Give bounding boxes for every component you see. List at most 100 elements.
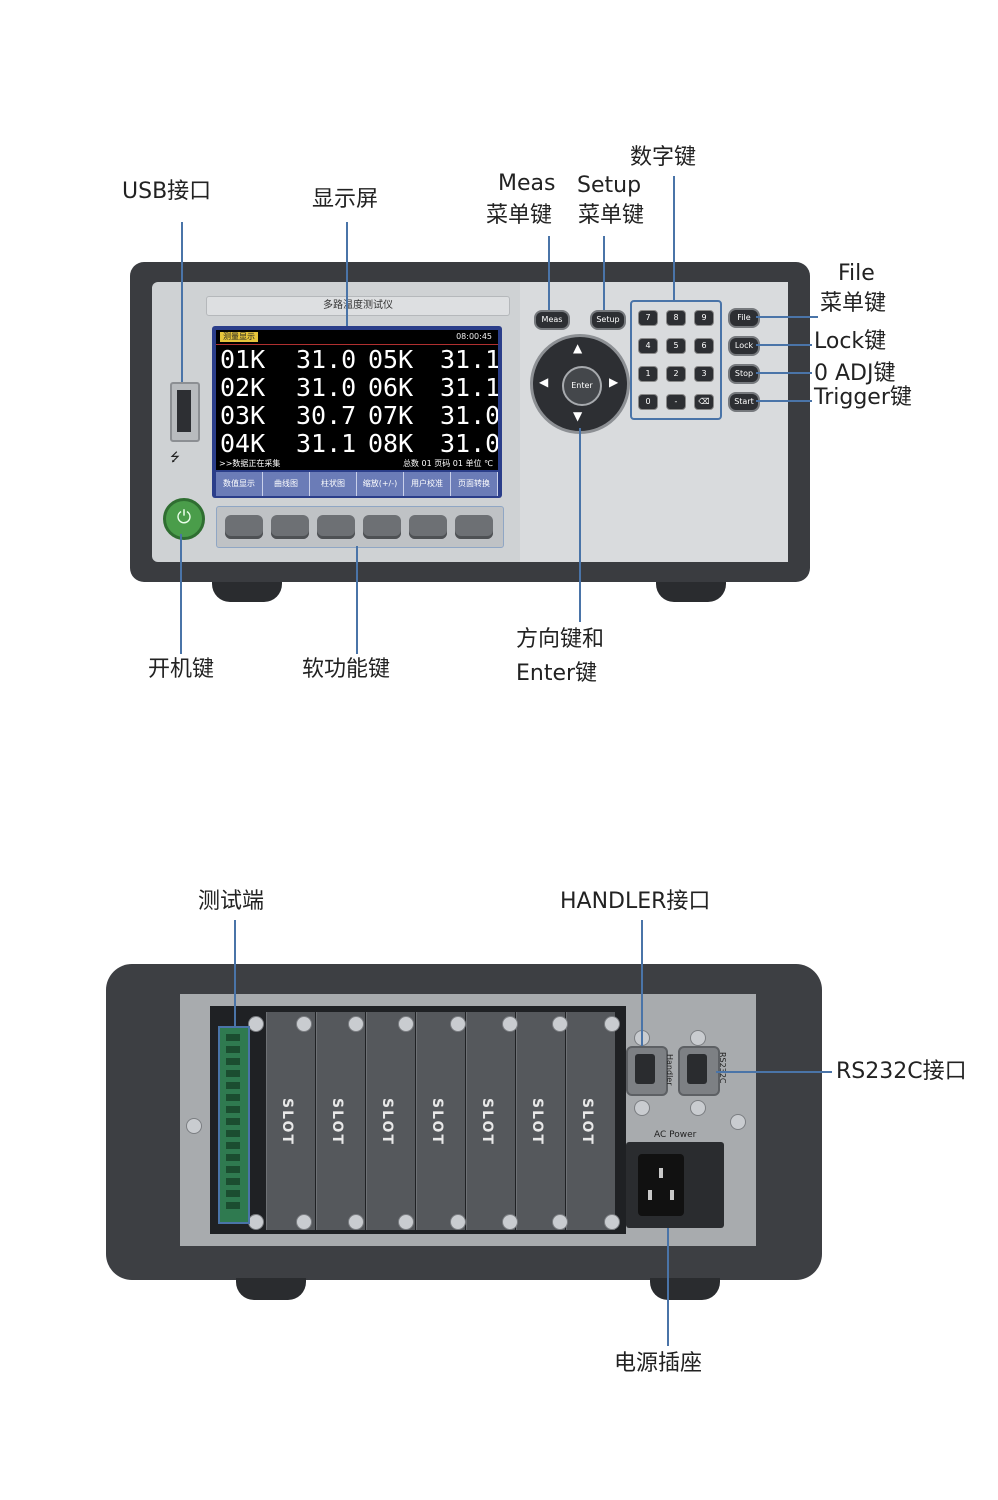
channel-value: 30.7 [296, 401, 357, 430]
leader-line-file [756, 316, 818, 318]
ac-power-socket[interactable] [626, 1142, 724, 1228]
label-display: 显示屏 [312, 187, 379, 212]
label-file-en: File [838, 261, 875, 286]
numpad-key[interactable]: ⌫ [694, 394, 714, 410]
channel-value: 31.0 [440, 429, 498, 458]
leader-line-lock [756, 344, 812, 346]
usb-port[interactable] [170, 382, 200, 442]
label-usb: USB接口 [122, 179, 212, 204]
screen-row: 02K 31.0 06K 31.1 [220, 373, 498, 402]
slot-label: SLOT [579, 1098, 595, 1146]
soft-key-6[interactable] [455, 515, 493, 539]
file-key[interactable]: File [728, 308, 760, 328]
label-meas-cn: 菜单键 [486, 203, 553, 228]
label-lock: Lock键 [814, 329, 887, 354]
screw [730, 1114, 746, 1130]
channel-value: 31.1 [440, 345, 498, 374]
numpad-key[interactable]: 6 [694, 338, 714, 354]
channel-value: 31.1 [440, 373, 498, 402]
rs232-tag: RS232C [718, 1052, 727, 1084]
numpad-key[interactable]: 7 [638, 310, 658, 326]
title-strip: 多路温度测试仪 [206, 296, 510, 316]
lock-key[interactable]: Lock [728, 336, 760, 356]
numpad-key[interactable]: 4 [638, 338, 658, 354]
numpad-key[interactable]: 9 [694, 310, 714, 326]
screw [604, 1214, 620, 1230]
screen-row: 04K 31.1 08K 31.0 [220, 429, 498, 458]
soft-key-2[interactable] [271, 515, 309, 539]
numpad-key[interactable]: 5 [666, 338, 686, 354]
expansion-slot: SLOT [316, 1012, 365, 1230]
down-arrow-icon[interactable]: ▼ [573, 409, 583, 423]
soft-key-4[interactable] [363, 515, 401, 539]
expansion-slot: SLOT [516, 1012, 565, 1230]
direction-pad: ▲ ▼ ◀ ▶ Enter [530, 334, 630, 434]
channel-label: 05K [368, 345, 414, 374]
label-direction-2: Enter键 [516, 661, 598, 686]
leader-line-setup [603, 236, 605, 310]
screw [604, 1016, 620, 1032]
numpad-key[interactable]: 1 [638, 366, 658, 382]
screw [502, 1214, 518, 1230]
handler-port[interactable] [626, 1046, 668, 1096]
screw [552, 1016, 568, 1032]
meas-key[interactable]: Meas [534, 310, 570, 330]
soft-key-3[interactable] [317, 515, 355, 539]
channel-value: 31.0 [440, 401, 498, 430]
screw [690, 1100, 706, 1116]
rs232c-port[interactable] [678, 1046, 720, 1096]
leader-line-meas [548, 236, 550, 310]
screw [398, 1016, 414, 1032]
numpad-key[interactable]: 8 [666, 310, 686, 326]
channel-value: 31.1 [296, 429, 357, 458]
screen-mode-tag: 测量显示 [220, 332, 258, 342]
label-rs232c: RS232C接口 [836, 1059, 967, 1084]
leader-line-usb [181, 222, 183, 382]
numpad-key[interactable]: 2 [666, 366, 686, 382]
soft-key-5[interactable] [409, 515, 447, 539]
screw [690, 1030, 706, 1046]
screw [502, 1016, 518, 1032]
left-arrow-icon[interactable]: ◀ [539, 375, 549, 389]
power-button[interactable]: ⏻ [163, 498, 205, 540]
slot-label: SLOT [479, 1098, 495, 1146]
channel-label: 06K [368, 373, 414, 402]
enter-key[interactable]: Enter [562, 366, 602, 406]
channel-label: 02K [220, 373, 266, 402]
label-test-port: 测试端 [198, 889, 265, 914]
softkey-label: 曲线图 [263, 472, 310, 496]
numpad-key[interactable]: - [666, 394, 686, 410]
up-arrow-icon[interactable]: ▲ [573, 341, 583, 355]
leader-line-power [180, 534, 182, 654]
socket-face [638, 1154, 684, 1216]
soft-function-keys [216, 506, 504, 548]
channel-label: 07K [368, 401, 414, 430]
screw [296, 1016, 312, 1032]
leader-line-test-port [234, 920, 236, 1026]
right-arrow-icon[interactable]: ▶ [609, 375, 619, 389]
stop-key[interactable]: Stop [728, 364, 760, 384]
front-foot-right [656, 582, 726, 602]
softkey-label: 柱状图 [310, 472, 357, 496]
screw [398, 1214, 414, 1230]
status-right: 总数 01 页码 01 单位 ℃ [402, 459, 493, 468]
soft-key-1[interactable] [225, 515, 263, 539]
label-zero-adj: 0 ADJ键 [814, 361, 896, 386]
ac-power-tag: AC Power [654, 1130, 697, 1140]
channel-value: 31.0 [296, 373, 357, 402]
screw [186, 1118, 202, 1134]
softkey-label: 数值显示 [216, 472, 263, 496]
slot-label: SLOT [279, 1098, 295, 1146]
start-key[interactable]: Start [728, 392, 760, 412]
slot-label: SLOT [379, 1098, 395, 1146]
expansion-slot: SLOT [366, 1012, 415, 1230]
channel-label: 04K [220, 429, 266, 458]
numpad-key[interactable]: 3 [694, 366, 714, 382]
label-power-socket: 电源插座 [614, 1351, 703, 1376]
numpad-key[interactable]: 0 [638, 394, 658, 410]
expansion-slot: SLOT [566, 1012, 615, 1230]
screw [552, 1214, 568, 1230]
setup-key[interactable]: Setup [590, 310, 626, 330]
test-terminal-block[interactable] [218, 1026, 250, 1224]
usb-icon: ⭍ [170, 450, 180, 464]
